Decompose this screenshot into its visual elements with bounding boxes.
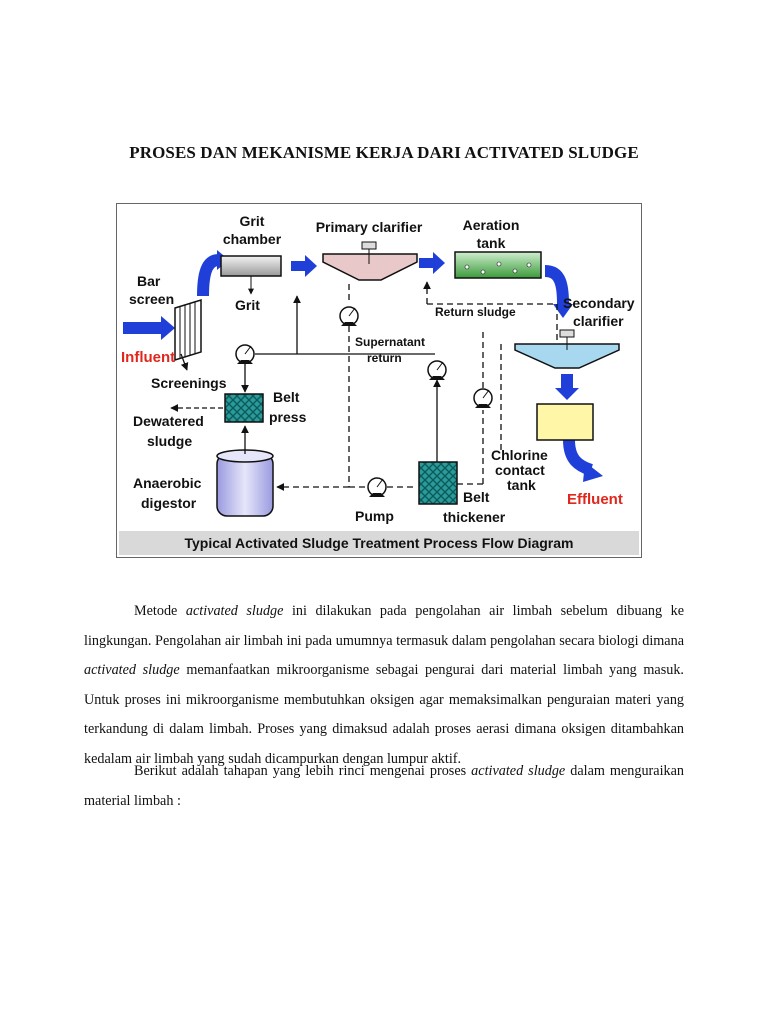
paragraph-1-text: ini dilakukan pada pengolahan air limbah… [84,603,684,649]
label-effluent: Effluent [567,491,623,508]
label-bar-screen: Bar [137,273,161,289]
paragraph-1-term: activated sludge [185,603,284,619]
label-grit-chamber: Grit [240,213,265,229]
chlorine-contact-tank [536,403,594,441]
diagram-canvas: Grit chamber Primary clarifier Aeration … [121,213,635,525]
label-bar-screen: screen [129,291,174,307]
label-dewatered-sludge: Dewatered [133,413,204,429]
label-anaerobic-digestor: digestor [141,495,197,511]
secondary-to-chlorine-arrow [555,374,579,400]
aeration-tank [454,251,542,279]
label-chlorine-contact-tank: contact [495,462,545,478]
pump-icon [235,344,255,364]
pump-icon [367,477,387,497]
label-grit-chamber: chamber [223,231,282,247]
paragraph-2: Berikut adalah tahapan yang lebih rinci … [84,757,684,816]
figure-caption: Typical Activated Sludge Treatment Proce… [119,531,639,555]
anaerobic-digestor [216,449,274,517]
grit-to-primary-arrow [291,255,317,277]
aeration-to-secondary-arrow [544,265,573,318]
label-aeration-tank: Aeration [463,217,520,233]
label-supernatant-return: Supernatant [355,335,425,349]
paragraph-1-text: Metode [134,603,186,619]
label-belt-press: Belt [273,389,300,405]
label-secondary-clarifier: clarifier [573,313,624,329]
process-flow-diagram: Grit chamber Primary clarifier Aeration … [116,203,642,558]
paragraph-1-text: memanfaatkan mikroorganisme sebagai peng… [84,662,684,767]
pump-icon [427,360,447,380]
label-influent: Influent [121,349,175,366]
label-chlorine-contact-tank: Chlorine [491,447,548,463]
label-belt-press: press [269,409,307,425]
label-belt-thickener: thickener [443,509,506,525]
belt-press [224,393,264,423]
paragraph-2-term: activated sludge [471,763,566,779]
label-anaerobic-digestor: Anaerobic [133,475,202,491]
paragraph-2-text: dalam menguraikan material limbah : [84,763,684,809]
influent-arrow [123,316,175,340]
pump-icon [473,388,493,408]
label-screenings: Screenings [151,375,227,391]
label-supernatant-return: return [367,351,402,365]
paragraph-1-term: activated sludge [84,662,180,678]
paragraph-2-text: Berikut adalah tahapan yang lebih rinci … [134,763,472,779]
label-belt-thickener: Belt [463,489,490,505]
label-dewatered-sludge: sludge [147,433,192,449]
paragraph-1: Metode activated sludge ini dilakukan pa… [84,597,684,774]
primary-clarifier [322,241,418,281]
pump-icon [339,306,359,326]
grit-chamber [220,255,282,277]
label-primary-clarifier: Primary clarifier [316,219,423,235]
solid-connectors [170,295,441,462]
effluent-arrow [563,439,603,482]
secondary-clarifier [514,329,620,369]
label-grit: Grit [235,297,260,313]
dashed-connectors [276,281,558,491]
document-title: PROSES DAN MEKANISME KERJA DARI ACTIVATE… [129,143,639,162]
label-pump: Pump [355,508,394,524]
label-return-sludge: Return sludge [435,305,516,319]
belt-thickener [418,461,458,505]
label-chlorine-contact-tank: tank [507,477,536,493]
bar-screen [174,298,202,362]
primary-to-aeration-arrow [419,252,445,274]
label-aeration-tank: tank [477,235,506,251]
label-secondary-clarifier: Secondary [563,295,635,311]
